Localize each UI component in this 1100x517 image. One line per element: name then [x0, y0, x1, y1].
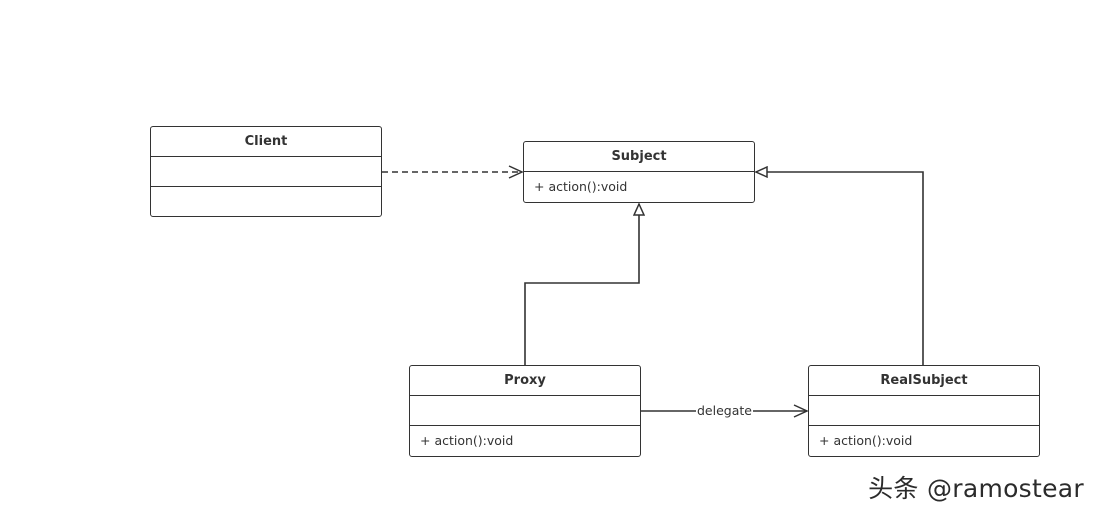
class-subject-name: Subject — [524, 142, 754, 172]
class-proxy-name: Proxy — [410, 366, 640, 396]
class-client-methods — [151, 187, 381, 217]
class-realsubject[interactable]: RealSubject + action():void — [808, 365, 1040, 457]
class-client-attributes — [151, 157, 381, 187]
class-realsubject-methods: + action():void — [819, 433, 913, 448]
realization-arrow-realsubject-subject[interactable] — [756, 172, 924, 366]
watermark-text: 头条 @ramostear — [868, 474, 1084, 503]
class-proxy[interactable]: Proxy + action():void — [409, 365, 641, 457]
class-subject-methods: + action():void — [534, 179, 628, 194]
delegate-label: delegate — [696, 403, 753, 419]
class-proxy-methods: + action():void — [420, 433, 514, 448]
class-realsubject-attributes — [809, 396, 1039, 426]
class-subject[interactable]: Subject + action():void — [523, 141, 755, 203]
class-client-name: Client — [151, 127, 381, 157]
class-client[interactable]: Client — [150, 126, 382, 217]
class-proxy-attributes — [410, 396, 640, 426]
realization-arrow-proxy-subject[interactable] — [524, 204, 639, 366]
class-realsubject-name: RealSubject — [809, 366, 1039, 396]
